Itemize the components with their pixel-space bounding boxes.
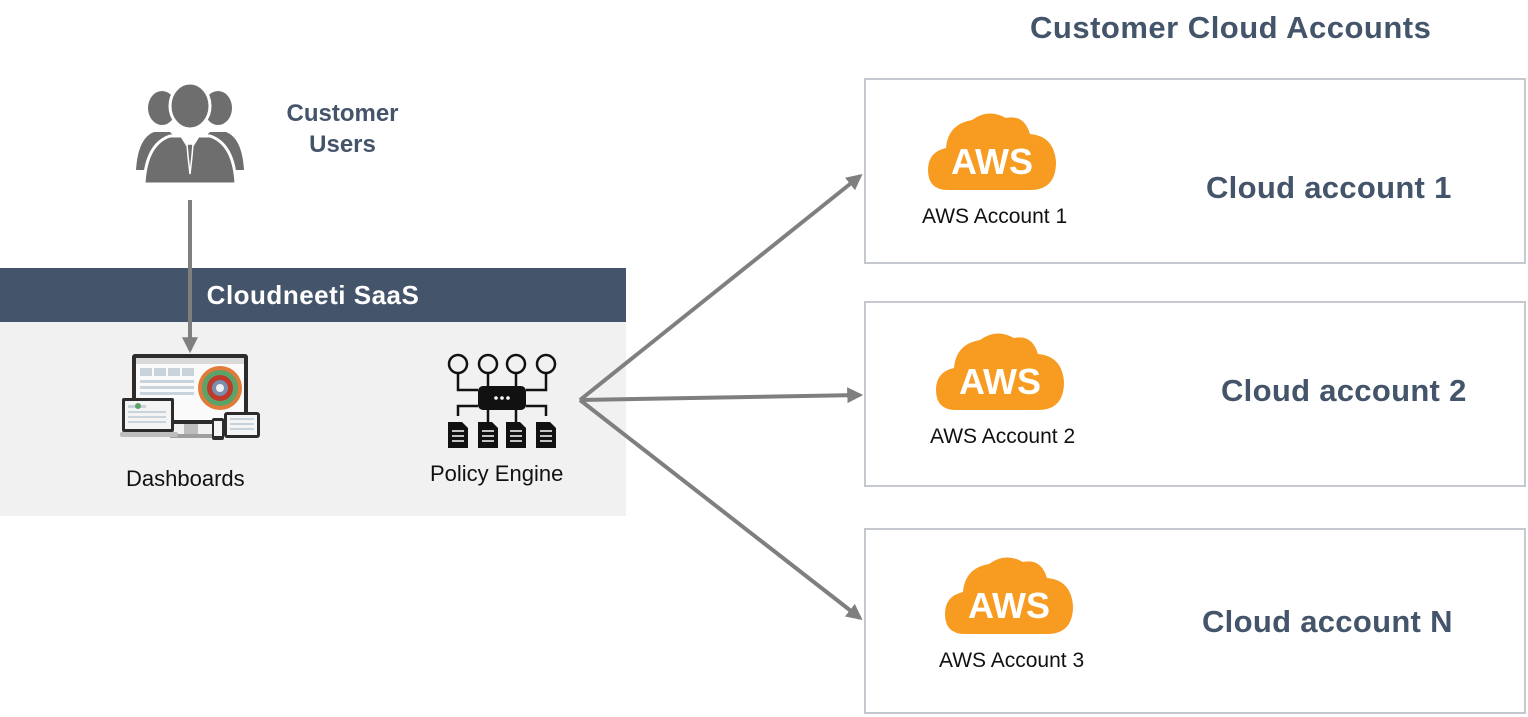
aws-account-label-1: AWS Account 1 xyxy=(922,205,1068,228)
cloud-account-title-3: Cloud account N xyxy=(1202,604,1453,639)
customer-users-line1: Customer xyxy=(286,100,399,127)
aws-account-label-2: AWS Account 2 xyxy=(930,425,1076,448)
users-group-icon xyxy=(136,81,244,186)
saas-title: Cloudneeti SaaS xyxy=(206,280,420,310)
aws-logo-text: AWS xyxy=(968,585,1050,626)
aws-cloud-icon: AWS xyxy=(928,113,1056,190)
dashboards-label: Dashboards xyxy=(126,466,245,491)
saas-panel xyxy=(0,322,626,516)
aws-cloud-icon: AWS xyxy=(945,557,1073,634)
customer-users-label: Customer Users xyxy=(270,98,415,160)
customer-cloud-accounts-heading: Customer Cloud Accounts xyxy=(1030,10,1432,45)
cloud-account-title-1: Cloud account 1 xyxy=(1206,170,1452,205)
saas-title-bar: Cloudneeti SaaS xyxy=(0,268,626,322)
cloud-account-title-2: Cloud account 2 xyxy=(1221,373,1467,408)
policy-engine-icon xyxy=(447,353,557,448)
aws-cloud-icon: AWS xyxy=(936,333,1064,410)
aws-logo-text: AWS xyxy=(959,361,1041,402)
dashboard-devices-icon xyxy=(120,354,260,440)
aws-account-label-3: AWS Account 3 xyxy=(939,649,1085,672)
aws-logo-text: AWS xyxy=(951,141,1033,182)
customer-users-line2: Users xyxy=(309,131,376,158)
policy-engine-label: Policy Engine xyxy=(430,461,564,486)
